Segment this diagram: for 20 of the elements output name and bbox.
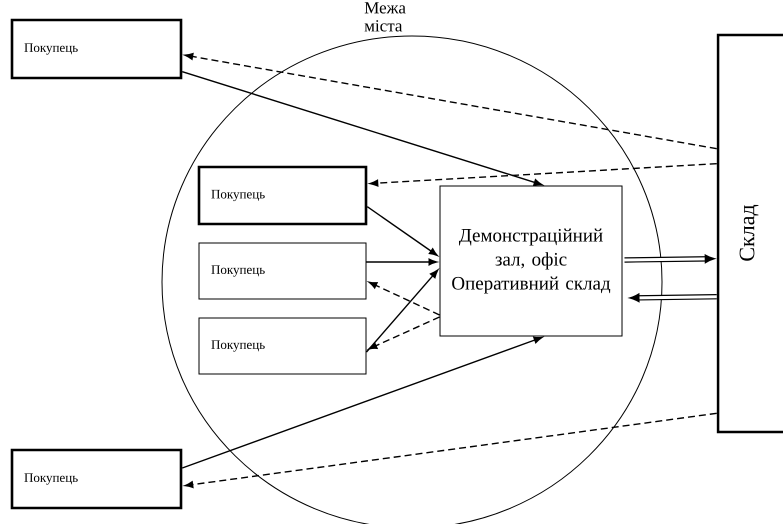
arrow [624,254,716,264]
arrow [368,282,440,316]
arrow [629,293,717,302]
arrow [182,71,542,186]
buyer-box: Покупець [198,242,366,300]
arrow [366,258,438,266]
arrow [368,316,440,350]
arrow [370,163,717,187]
buyer-box: Покупець [10,18,182,80]
buyer-box: Покупець [198,318,366,374]
buyer-box: Покупець [198,166,368,226]
arrow [182,336,542,469]
arrow [184,412,717,488]
arrow [366,270,438,352]
showroom-box: Демонстраційний зал, офіс Оперативний склад [440,186,622,336]
arrow [184,53,717,150]
node-label: Межа міста [364,2,406,32]
arrow [366,206,438,256]
warehouse-box: Склад [716,34,783,434]
buyer-box: Покупець [10,448,182,510]
